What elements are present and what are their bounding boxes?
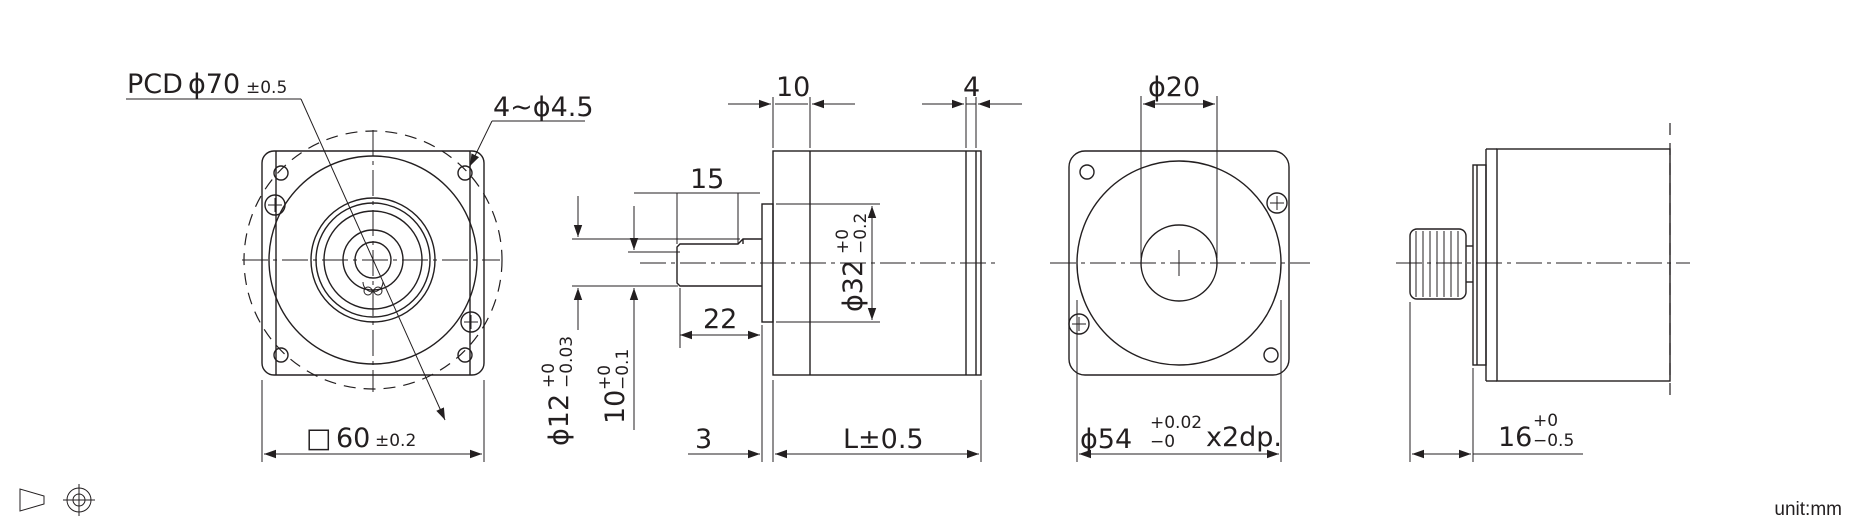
flat-tol-upper: +0 (595, 365, 615, 390)
gear-len: 16 (1498, 422, 1532, 453)
shaft-tol-upper: +0 (539, 363, 559, 388)
flat-dim: 10 (600, 390, 631, 424)
dim-10: 10 (776, 72, 810, 103)
rear-tol-lower: −0 (1150, 432, 1175, 452)
square-symbol: □ (306, 423, 332, 454)
pcd-value: ϕ70 (188, 69, 240, 100)
shaft-tol-lower: −0.03 (557, 336, 577, 388)
pilot-tol-lower: −0.2 (851, 213, 871, 254)
rear-suffix: x2dp. (1206, 422, 1282, 453)
rear-boss-dia: ϕ20 (1148, 72, 1200, 103)
pilot-dia: ϕ32 (838, 260, 869, 312)
dim-4: 4 (963, 72, 980, 103)
dim-15: 15 (690, 164, 724, 195)
shaft-dia: ϕ12 (544, 394, 575, 446)
square-tolerance: ±0.2 (375, 431, 416, 451)
pcd-label: PCD (127, 69, 183, 100)
dim-22: 22 (703, 304, 737, 335)
gear-tol-upper: +0 (1533, 411, 1558, 431)
rear-dia: ϕ54 (1080, 424, 1132, 455)
holes-label: 4~ϕ4.5 (493, 92, 594, 123)
side-view (572, 97, 1022, 462)
dim-l: L±0.5 (843, 424, 924, 455)
flat-tol-lower: −0.1 (613, 349, 633, 390)
third-angle-projection-icon (19, 484, 95, 516)
unit-label: unit:mm (1774, 499, 1842, 520)
pcd-tolerance: ±0.5 (246, 78, 287, 98)
gear-view (1396, 123, 1690, 462)
pilot-tol-upper: +0 (833, 229, 853, 254)
rear-view (1050, 96, 1310, 462)
square-value: 60 (336, 423, 370, 454)
gear-tol-lower: −0.5 (1533, 431, 1574, 451)
rear-tol-upper: +0.02 (1150, 413, 1202, 433)
front-view (126, 98, 585, 462)
dim-3: 3 (695, 424, 712, 455)
